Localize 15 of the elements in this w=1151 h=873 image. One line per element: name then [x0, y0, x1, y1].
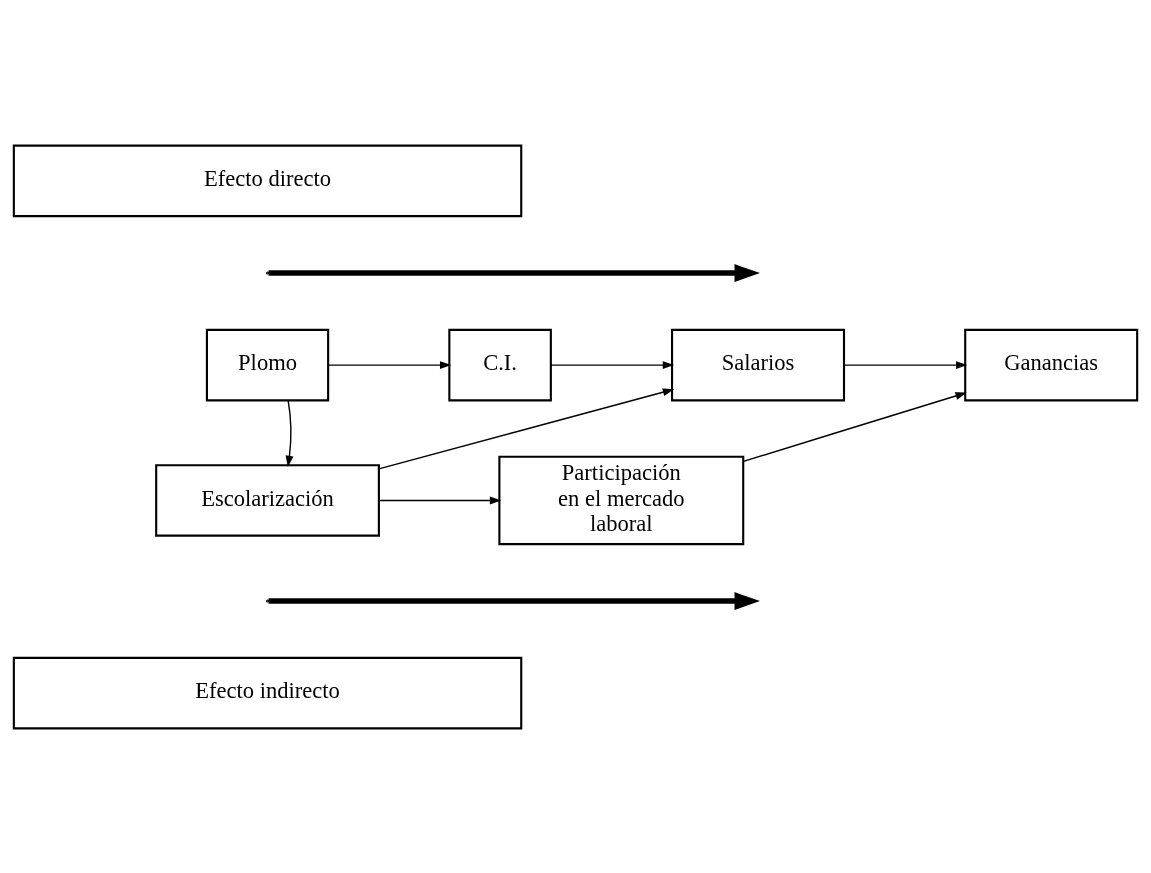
arrow [550, 360, 675, 369]
node-box: Salarios [671, 328, 846, 401]
node-box: C.I. [448, 328, 552, 401]
arrow [285, 399, 294, 467]
node-box: Escolarización [155, 463, 380, 537]
node-box: Plomo [205, 328, 330, 401]
node-box: Efecto directo [12, 144, 523, 217]
node-box: Ganancias [964, 328, 1139, 401]
arrow [742, 391, 967, 462]
arrow [327, 360, 452, 369]
arrow [378, 495, 502, 504]
arrow [378, 387, 675, 470]
node-box: Participación en el mercado laboral [498, 455, 745, 545]
arrow [843, 360, 968, 369]
node-box: Efecto indirecto [12, 656, 523, 729]
